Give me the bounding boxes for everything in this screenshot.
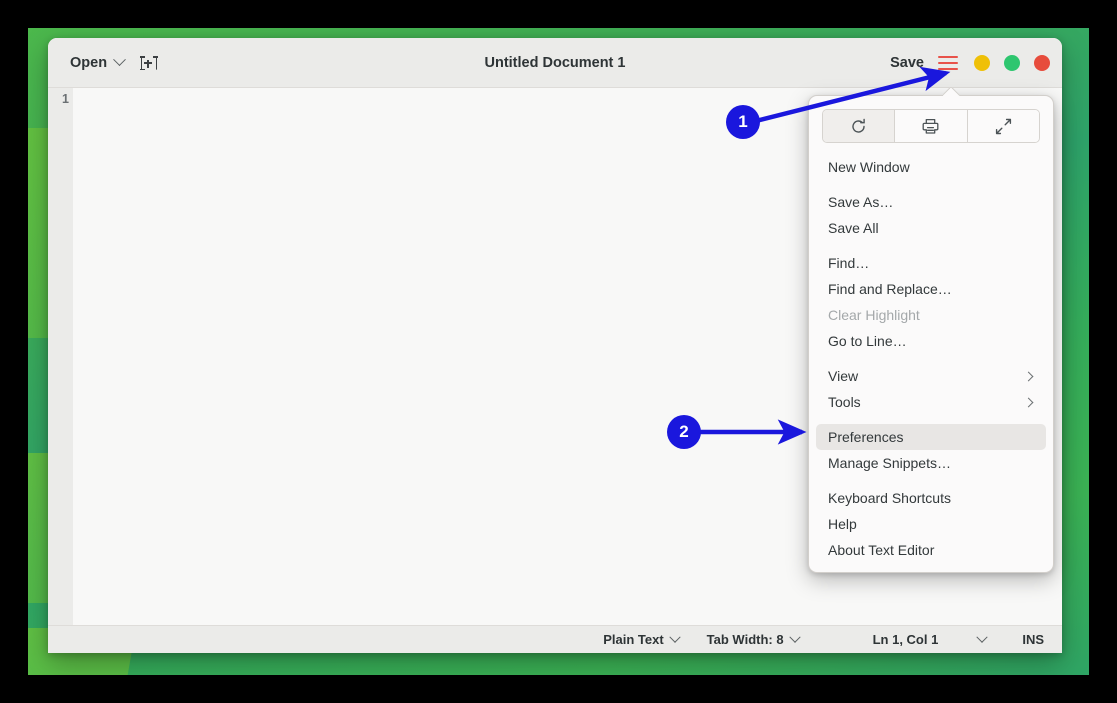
open-button[interactable]: Open bbox=[70, 53, 126, 71]
menu-separator bbox=[809, 180, 1053, 189]
annotation-badge-2: 2 bbox=[667, 415, 701, 449]
line-number: 1 bbox=[62, 92, 69, 106]
chevron-down-icon bbox=[113, 53, 126, 67]
menu-icon-button-row bbox=[822, 109, 1040, 143]
find-and-replace-menu-item[interactable]: Find and Replace… bbox=[816, 276, 1046, 302]
cursor-position-dropdown[interactable] bbox=[976, 631, 988, 644]
tab-width-label: Tab Width: 8 bbox=[706, 632, 784, 647]
menu-item-label: Help bbox=[828, 516, 857, 532]
manage-snippets-menu-item[interactable]: Manage Snippets… bbox=[816, 450, 1046, 476]
menu-item-label: New Window bbox=[828, 159, 910, 175]
open-button-label: Open bbox=[70, 54, 108, 71]
menu-item-label: Find and Replace… bbox=[828, 281, 952, 297]
popup-pointer bbox=[943, 87, 960, 96]
close-button[interactable] bbox=[1034, 54, 1050, 71]
menu-item-label: Save All bbox=[828, 220, 879, 236]
view-menu-item[interactable]: View bbox=[816, 363, 1046, 389]
insert-mode-indicator[interactable]: INS bbox=[1022, 632, 1044, 647]
cursor-position: Ln 1, Col 1 bbox=[873, 632, 939, 647]
language-label: Plain Text bbox=[603, 632, 664, 647]
menu-item-label: Tools bbox=[828, 394, 861, 410]
save-as-menu-item[interactable]: Save As… bbox=[816, 189, 1046, 215]
menu-item-label: Preferences bbox=[828, 429, 904, 445]
menu-item-label: Manage Snippets… bbox=[828, 455, 951, 471]
language-selector[interactable]: Plain Text bbox=[603, 631, 681, 647]
preferences-menu-item[interactable]: Preferences bbox=[816, 424, 1046, 450]
menu-item-label: Go to Line… bbox=[828, 333, 907, 349]
line-number-gutter: 1 bbox=[48, 88, 73, 625]
clear-highlight-menu-item: Clear Highlight bbox=[816, 302, 1046, 328]
save-button[interactable]: Save bbox=[890, 54, 924, 71]
chevron-right-icon bbox=[1023, 371, 1034, 381]
menu-item-label: Save As… bbox=[828, 194, 894, 210]
new-tab-icon[interactable] bbox=[140, 54, 158, 72]
fullscreen-icon[interactable] bbox=[967, 110, 1039, 142]
menu-separator bbox=[809, 354, 1053, 363]
menu-separator bbox=[809, 241, 1053, 250]
menu-item-label: View bbox=[828, 368, 859, 384]
chevron-right-icon bbox=[1023, 397, 1034, 407]
find-menu-item[interactable]: Find… bbox=[816, 250, 1046, 276]
menu-item-label: Clear Highlight bbox=[828, 307, 920, 323]
annotation-badge-1: 1 bbox=[726, 105, 760, 139]
chevron-down-icon bbox=[788, 631, 801, 643]
menu-item-label: Keyboard Shortcuts bbox=[828, 490, 951, 506]
tools-menu-item[interactable]: Tools bbox=[816, 389, 1046, 415]
menu-separator bbox=[809, 415, 1053, 424]
save-all-menu-item[interactable]: Save All bbox=[816, 215, 1046, 241]
chevron-down-icon bbox=[976, 631, 988, 643]
new-window-menu-item[interactable]: New Window bbox=[816, 154, 1046, 180]
reload-icon[interactable] bbox=[823, 110, 896, 142]
maximize-button[interactable] bbox=[1004, 54, 1020, 71]
hamburger-menu-icon[interactable] bbox=[938, 55, 958, 71]
tab-width-selector[interactable]: Tab Width: 8 bbox=[706, 631, 801, 647]
go-to-line-menu-item[interactable]: Go to Line… bbox=[816, 328, 1046, 354]
about-text-editor-menu-item[interactable]: About Text Editor bbox=[816, 537, 1046, 563]
insert-mode-label: INS bbox=[1022, 632, 1044, 647]
help-menu-item[interactable]: Help bbox=[816, 511, 1046, 537]
minimize-button[interactable] bbox=[974, 54, 990, 71]
menu-item-label: Find… bbox=[828, 255, 870, 271]
print-icon[interactable] bbox=[895, 110, 968, 142]
keyboard-shortcuts-menu-item[interactable]: Keyboard Shortcuts bbox=[816, 485, 1046, 511]
header-bar: Open Untitled Document 1 Save bbox=[48, 38, 1062, 88]
cursor-position-label: Ln 1, Col 1 bbox=[872, 632, 939, 647]
menu-item-label: About Text Editor bbox=[828, 542, 935, 558]
menu-separator bbox=[809, 476, 1053, 485]
chevron-down-icon bbox=[669, 631, 681, 643]
status-bar: Plain Text Tab Width: 8 Ln 1, Col 1 INS bbox=[48, 625, 1062, 653]
